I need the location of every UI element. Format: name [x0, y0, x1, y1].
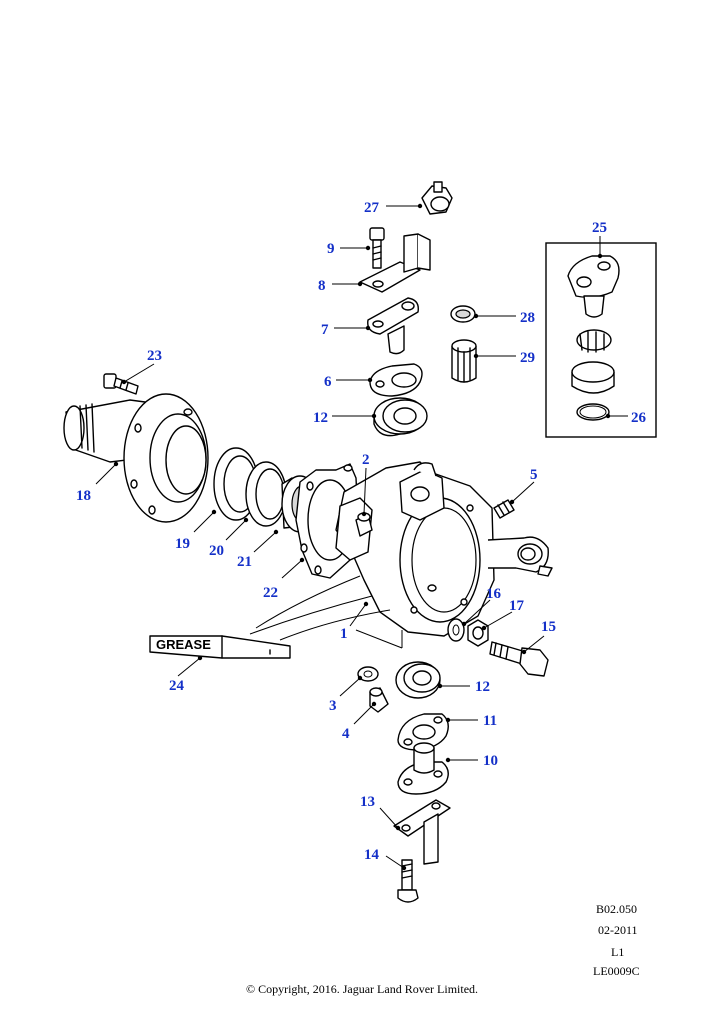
callout-13: 13 [360, 794, 375, 810]
part-7-housing [367, 297, 419, 355]
callout-14: 14 [364, 847, 380, 863]
callout-2: 2 [362, 452, 370, 468]
illustration-code: LE0009C [593, 964, 640, 978]
leader-lines [95, 203, 628, 871]
part-28-seal [450, 305, 476, 323]
callout-26: 26 [631, 410, 647, 426]
part-8-bracket [359, 233, 431, 293]
part-1-swivel-housing [335, 461, 553, 637]
callout-20: 20 [209, 543, 224, 559]
callout-15: 15 [541, 619, 556, 635]
part-5-screw [493, 499, 515, 519]
part-24-grease-tube: GREASE [149, 635, 291, 659]
callout-5: 5 [530, 467, 538, 483]
part-25-kit-box [545, 242, 657, 438]
callout-12-lower: 12 [475, 679, 490, 695]
part-9-bolt [369, 227, 385, 269]
callout-3: 3 [329, 698, 337, 714]
part-3-washer [357, 666, 379, 682]
part-15-bolt [489, 641, 549, 677]
part-10-lower-housing [397, 742, 449, 795]
illustration-date: 02-2011 [598, 923, 638, 937]
callout-12-upper: 12 [313, 410, 328, 426]
callout-18: 18 [76, 488, 91, 504]
callout-11: 11 [483, 713, 497, 729]
copyright-notice: © Copyright, 2016. Jaguar Land Rover Lim… [245, 982, 479, 996]
callout-8: 8 [318, 278, 326, 294]
part-4-plug [369, 687, 389, 713]
callout-21: 21 [237, 554, 252, 570]
part-27-clip [421, 181, 453, 215]
part-29-needle-bearing [451, 339, 477, 383]
part-18-stub-axle [63, 393, 209, 523]
part-20-ring [245, 461, 287, 527]
part-12-lower-bearing [395, 661, 441, 699]
callout-28: 28 [520, 310, 535, 326]
callout-25: 25 [592, 220, 607, 236]
callout-16: 16 [486, 586, 502, 602]
callout-6: 6 [324, 374, 332, 390]
part-12-upper-bearing [373, 397, 428, 437]
callout-17: 17 [509, 598, 525, 614]
part-14-bolt [397, 859, 419, 903]
callout-19: 19 [175, 536, 190, 552]
callout-4: 4 [342, 726, 350, 742]
callout-numbers: 27 9 8 7 6 12 28 29 25 26 23 18 19 20 21… [76, 200, 647, 863]
part-11-gasket [397, 713, 449, 751]
illustration-ref: B02.050 [596, 902, 638, 916]
callout-10: 10 [483, 753, 498, 769]
part-16-washer [447, 618, 465, 642]
part-13-bracket [393, 799, 451, 865]
callout-7: 7 [321, 322, 329, 338]
part-23-bolt [103, 373, 139, 395]
callout-22: 22 [263, 585, 278, 601]
callout-27: 27 [364, 200, 380, 216]
callout-23: 23 [147, 348, 162, 364]
part-6-gasket [369, 363, 423, 397]
illustration-level: L1 [611, 945, 625, 959]
callout-1: 1 [340, 626, 348, 642]
callout-29: 29 [520, 350, 535, 366]
part-17-nut [467, 619, 489, 647]
callout-24: 24 [169, 678, 185, 694]
callout-9: 9 [327, 241, 335, 257]
grease-label: GREASE [156, 637, 211, 652]
